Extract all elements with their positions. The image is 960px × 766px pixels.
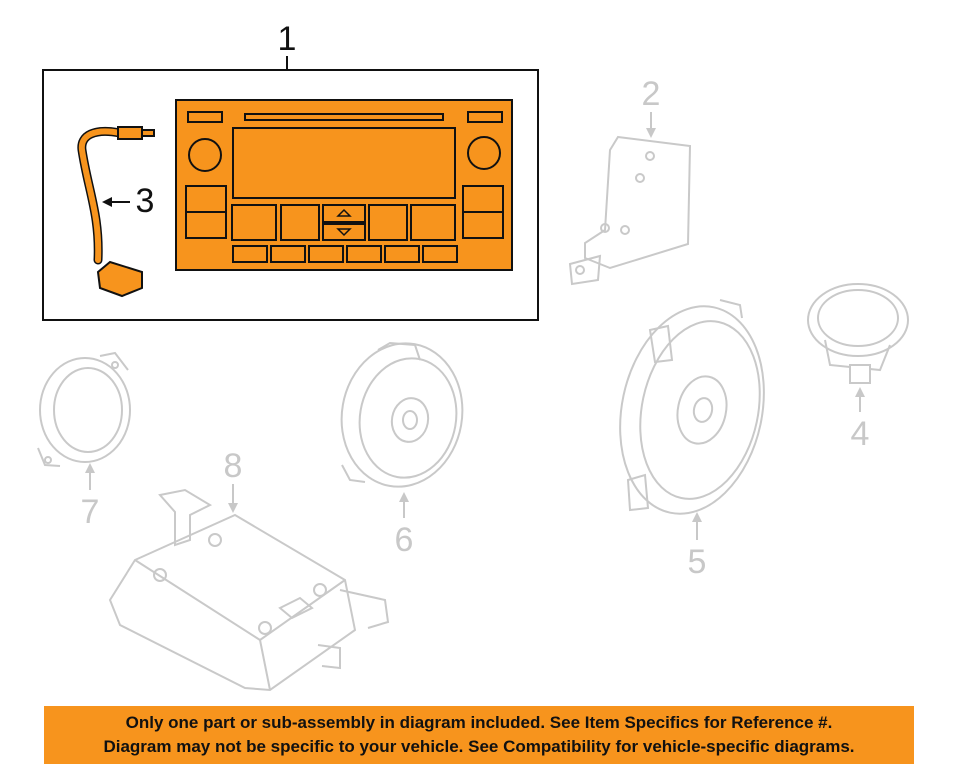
callout-3-arrowhead	[102, 197, 112, 207]
antenna-cable	[77, 126, 155, 298]
callout-5: 5	[688, 543, 707, 581]
callout-6: 6	[395, 521, 414, 559]
callout-4-arrowhead	[855, 387, 865, 397]
callout-4: 4	[851, 415, 870, 453]
callout-3: 3	[136, 182, 155, 220]
callout-7-arrowhead	[85, 463, 95, 473]
callout-6-arrowhead	[399, 492, 409, 502]
speaker-part-6	[340, 341, 464, 488]
callout-2-arrowhead	[646, 128, 656, 138]
disclaimer-banner: Only one part or sub-assembly in diagram…	[44, 706, 914, 764]
disclaimer-line-1: Only one part or sub-assembly in diagram…	[125, 713, 833, 732]
highlight-box	[42, 69, 539, 321]
callout-7: 7	[81, 493, 100, 531]
parts-diagram: 1 3	[37, 20, 909, 692]
bracket-part-2	[568, 135, 692, 286]
disclaimer-line-2: Diagram may not be specific to your vehi…	[103, 737, 855, 756]
radio-head-unit	[175, 99, 513, 271]
speaker-part-5	[619, 299, 765, 515]
tweeter-part-4	[807, 283, 909, 384]
callout-1: 1	[278, 20, 297, 58]
speaker-part-7	[37, 351, 131, 467]
callout-8: 8	[224, 447, 243, 485]
callout-2: 2	[642, 75, 661, 113]
callout-8-arrowhead	[228, 503, 238, 513]
amplifier-part-8	[108, 488, 390, 692]
callout-5-arrowhead	[692, 512, 702, 522]
